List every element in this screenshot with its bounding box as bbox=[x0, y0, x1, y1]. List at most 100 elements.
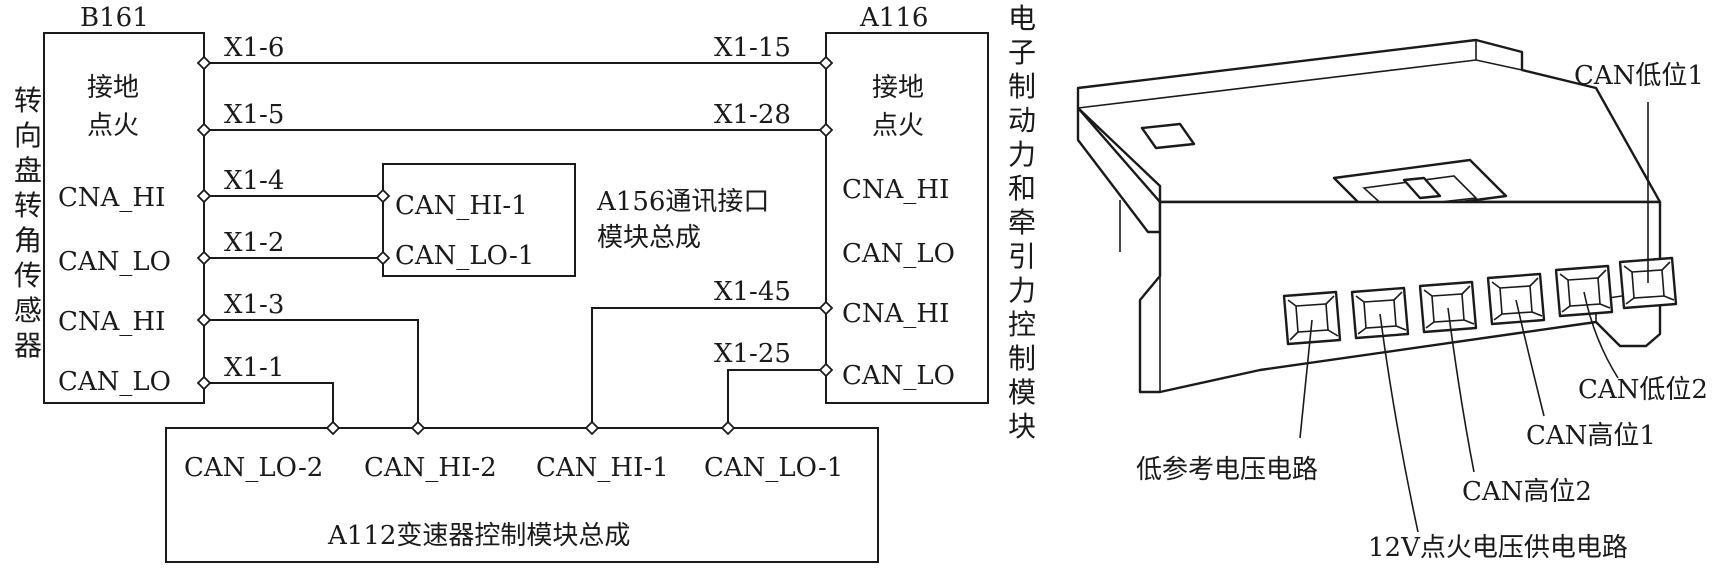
node-comm-2 bbox=[375, 250, 391, 266]
callout-low-ref: 低参考电压电路 bbox=[1136, 455, 1318, 485]
left-module-code: B161 bbox=[80, 3, 149, 33]
wire-can-lo-to-tcm bbox=[204, 382, 334, 428]
terminal-right-x1-28: X1-28 bbox=[714, 100, 791, 130]
right-module-box bbox=[825, 32, 989, 404]
right-side-title-char-1: 子 bbox=[1008, 36, 1036, 69]
right-pin-can-lo-2: CAN_LO bbox=[842, 361, 955, 391]
tcm-pin-can-lo-1: CAN_LO-1 bbox=[704, 453, 843, 483]
comm-module-title-2: 模块总成 bbox=[597, 223, 701, 253]
right-side-title-char-3: 动 bbox=[1008, 104, 1036, 137]
tcm-pin-can-hi-2: CAN_HI-2 bbox=[364, 453, 497, 483]
right-pin-can-lo-1: CAN_LO bbox=[842, 239, 955, 269]
terminal-left-x1-4: X1-4 bbox=[224, 166, 284, 196]
node-right-4 bbox=[818, 362, 834, 378]
callout-can-low-2: CAN低位2 bbox=[1578, 375, 1708, 405]
terminal-left-x1-2: X1-2 bbox=[224, 228, 284, 258]
right-module-code: A116 bbox=[859, 3, 928, 33]
terminal-left-x1-5: X1-5 bbox=[224, 100, 284, 130]
node-right-3 bbox=[818, 300, 834, 316]
wire-cna-hi-to-tcm bbox=[204, 319, 419, 428]
terminal-left-x1-3: X1-3 bbox=[224, 290, 284, 320]
node-tcm-3 bbox=[584, 420, 600, 436]
pin-cavity-3 bbox=[1418, 280, 1478, 334]
right-side-title-char-11: 模 bbox=[1008, 376, 1036, 409]
tcm-pin-can-lo-2: CAN_LO-2 bbox=[184, 453, 323, 483]
right-side-title-char-9: 控 bbox=[1008, 308, 1036, 341]
right-pin-ground: 接地 bbox=[872, 73, 924, 103]
connector-top-face bbox=[1076, 38, 1662, 204]
right-pin-ignition: 点火 bbox=[872, 111, 924, 141]
left-side-title-char-1: 向 bbox=[14, 119, 42, 152]
terminal-left-x1-6: X1-6 bbox=[224, 33, 284, 63]
right-side-title-char-7: 引 bbox=[1008, 240, 1036, 273]
left-module-box bbox=[43, 32, 205, 404]
right-side-title-char-8: 力 bbox=[1008, 274, 1036, 307]
connector-illustration: CAN低位1 CAN低位2 CAN高位1 CAN高位2 低参考电压电路 12V点… bbox=[1076, 38, 1708, 563]
left-side-title-char-0: 转 bbox=[14, 84, 42, 117]
callout-12v: 12V点火电压供电电路 bbox=[1368, 533, 1628, 563]
callout-can-low-1: CAN低位1 bbox=[1574, 61, 1704, 91]
left-side-title-char-4: 角 bbox=[14, 224, 42, 257]
comm-pin-can-lo: CAN_LO-1 bbox=[395, 241, 534, 271]
callout-can-high-2: CAN高位2 bbox=[1462, 477, 1592, 507]
right-pin-cna-hi-2: CNA_HI bbox=[842, 299, 949, 329]
node-right-2 bbox=[818, 122, 834, 138]
tcm-module-title: A112变速器控制模块总成 bbox=[327, 521, 630, 551]
terminal-left-x1-1: X1-1 bbox=[224, 353, 284, 383]
leader-can-high-2 bbox=[1447, 307, 1475, 473]
pin-cavity-1 bbox=[1282, 290, 1342, 346]
wire-right-can-lo-to-tcm bbox=[727, 369, 826, 428]
node-tcm-1 bbox=[325, 420, 341, 436]
node-left-2 bbox=[196, 122, 212, 138]
right-side-title-char-2: 制 bbox=[1008, 70, 1036, 103]
left-side-title-char-5: 传 bbox=[14, 259, 42, 292]
tcm-pin-can-hi-1: CAN_HI-1 bbox=[536, 453, 669, 483]
connector-left-face bbox=[1076, 106, 1162, 234]
right-side-title-char-12: 块 bbox=[1008, 410, 1036, 443]
node-tcm-2 bbox=[410, 420, 426, 436]
leader-can-high-1 bbox=[1515, 299, 1545, 417]
comm-module-box bbox=[382, 163, 576, 277]
comm-module-title-1: A156通讯接口 bbox=[596, 187, 769, 217]
right-side-title-char-10: 制 bbox=[1008, 342, 1036, 375]
terminal-right-x1-15: X1-15 bbox=[714, 33, 791, 63]
right-side-title-char-5: 和 bbox=[1008, 172, 1036, 205]
right-side-title-char-6: 牵 bbox=[1008, 206, 1036, 239]
left-pin-can-lo-1: CAN_LO bbox=[58, 247, 171, 277]
node-right-1 bbox=[818, 55, 834, 71]
left-side-title-char-7: 器 bbox=[14, 329, 42, 362]
node-left-5 bbox=[196, 312, 212, 328]
node-left-6 bbox=[196, 375, 212, 391]
leader-12v bbox=[1379, 313, 1419, 533]
node-comm-1 bbox=[375, 188, 391, 204]
left-side-title-char-6: 感 bbox=[14, 294, 42, 327]
connector-latch-tab bbox=[1402, 176, 1442, 200]
leader-low-ref bbox=[1299, 319, 1313, 439]
left-pin-cna-hi-1: CNA_HI bbox=[58, 183, 165, 213]
left-pin-cna-hi-2: CNA_HI bbox=[58, 307, 165, 337]
leader-can-low-2 bbox=[1583, 291, 1619, 379]
terminal-right-x1-45: X1-45 bbox=[714, 277, 791, 307]
node-tcm-4 bbox=[720, 420, 736, 436]
left-pin-can-lo-2: CAN_LO bbox=[58, 367, 171, 397]
tcm-module-box bbox=[165, 427, 879, 563]
terminal-right-x1-25: X1-25 bbox=[714, 339, 791, 369]
left-side-title-char-2: 盘 bbox=[14, 154, 42, 187]
pin-cavity-4 bbox=[1486, 272, 1546, 326]
node-left-4 bbox=[196, 250, 212, 266]
connector-top-hole bbox=[1140, 122, 1196, 150]
pin-cavity-2 bbox=[1350, 286, 1410, 340]
comm-pin-can-hi: CAN_HI-1 bbox=[395, 191, 528, 221]
wiring-diagram: 转 向 盘 转 角 传 感 器 B161 接地 点火 CNA_HI CAN_LO… bbox=[14, 2, 1036, 563]
left-pin-ignition: 点火 bbox=[87, 111, 139, 141]
wire-right-cna-hi-to-tcm bbox=[591, 307, 826, 428]
left-side-title-char-3: 转 bbox=[14, 189, 42, 222]
node-left-3 bbox=[196, 188, 212, 204]
left-pin-ground: 接地 bbox=[87, 73, 139, 103]
right-side-title-char-4: 力 bbox=[1008, 138, 1036, 171]
right-pin-cna-hi-1: CNA_HI bbox=[842, 175, 949, 205]
connection-nodes bbox=[196, 55, 834, 436]
pin-cavity-5 bbox=[1554, 264, 1614, 318]
